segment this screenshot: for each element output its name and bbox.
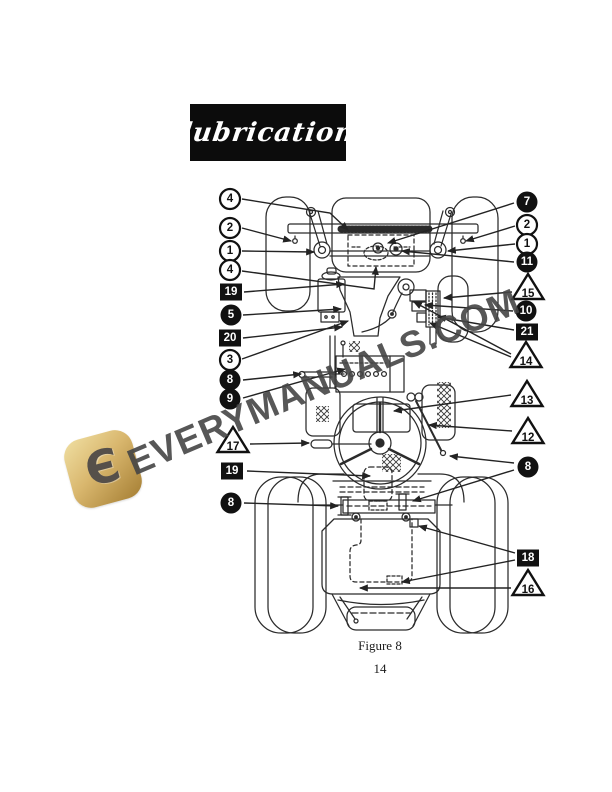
- callout-3: 3: [218, 348, 242, 372]
- callout-number: 12: [522, 432, 535, 444]
- callout-number: 11: [521, 256, 534, 268]
- leader-line-7: [386, 202, 515, 245]
- callout-number: 9: [227, 393, 233, 405]
- callout-number: 8: [227, 374, 234, 386]
- callout-8: 8: [517, 456, 539, 478]
- callout-12: 12: [510, 415, 546, 445]
- callout-7: 7: [516, 191, 538, 213]
- leader-line-2: [464, 225, 516, 243]
- callout-number: 14: [520, 356, 533, 368]
- callout-1: 1: [218, 239, 242, 263]
- callout-8: 8: [219, 369, 241, 391]
- callout-number: 8: [228, 497, 235, 509]
- leader-line-2: [241, 227, 293, 243]
- leader-line-8: [243, 502, 340, 510]
- callout-number: 8: [525, 461, 532, 473]
- callout-4: 4: [218, 187, 242, 211]
- callout-16: 16: [510, 567, 546, 597]
- callout-14: 14: [508, 339, 544, 369]
- callout-9: 9: [219, 388, 241, 410]
- leader-line-1: [446, 243, 516, 254]
- leader-line-3: [241, 320, 350, 360]
- callout-17: 17: [215, 424, 251, 454]
- callout-number: 7: [524, 196, 530, 208]
- leader-line-19: [246, 470, 372, 480]
- page-number: 14: [373, 661, 387, 676]
- callout-number: 3: [227, 354, 233, 366]
- callout-number: 19: [226, 465, 239, 477]
- callout-1: 1: [515, 232, 539, 256]
- leader-line-12: [427, 421, 513, 432]
- callout-number: 2: [227, 222, 233, 234]
- callout-number: 4: [227, 193, 234, 205]
- callout-19: 19: [221, 462, 243, 480]
- callout-number: 5: [228, 309, 235, 321]
- figure-caption: Figure 8: [358, 638, 402, 653]
- callout-number: 2: [524, 219, 530, 231]
- callout-number: 10: [520, 305, 533, 317]
- leader-line-10: [423, 301, 514, 312]
- callout-2: 2: [515, 213, 539, 237]
- tractor-art: [254, 196, 509, 634]
- leader-line-18: [400, 559, 516, 585]
- callout-2: 2: [218, 216, 242, 240]
- callout-number: 18: [522, 552, 535, 564]
- callout-number: 1: [524, 238, 531, 250]
- watermark-logo-letter: Є: [79, 436, 126, 498]
- callout-number: 19: [225, 286, 238, 298]
- callout-15: 15: [510, 271, 546, 301]
- callout-number: 21: [521, 326, 534, 338]
- leader-line-5: [242, 305, 343, 316]
- leader-line-18: [417, 524, 516, 554]
- leader-line-15: [442, 291, 513, 301]
- leader-line-14: [413, 301, 512, 355]
- callout-13: 13: [509, 378, 545, 408]
- callout-21: 21: [516, 323, 538, 341]
- leader-line-11: [400, 248, 515, 263]
- leader-line-17: [249, 439, 311, 447]
- leader-line-1: [241, 248, 316, 256]
- callout-11: 11: [516, 251, 538, 273]
- callout-5: 5: [220, 304, 242, 326]
- callout-number: 4: [227, 264, 234, 276]
- callout-number: 13: [521, 395, 534, 407]
- leader-line-9: [242, 367, 347, 399]
- leader-line-8: [242, 371, 303, 381]
- callout-10: 10: [515, 300, 537, 322]
- leader-line-4: [241, 265, 379, 290]
- leader-line-19: [243, 280, 346, 293]
- callout-number: 1: [227, 245, 234, 257]
- callout-18: 18: [517, 549, 539, 567]
- leader-line-8: [411, 469, 515, 503]
- callout-number: 17: [227, 441, 240, 453]
- section-header-banner: lubrication: [180, 104, 356, 161]
- callout-number: 15: [522, 288, 535, 300]
- leader-line-14: [428, 322, 512, 358]
- callout-8: 8: [220, 492, 242, 514]
- callout-19: 19: [220, 283, 242, 301]
- callout-number: 20: [224, 332, 237, 344]
- leader-line-8: [448, 453, 515, 464]
- leader-line-21: [436, 314, 515, 331]
- leader-line-13: [392, 394, 512, 414]
- callout-number: 16: [522, 584, 535, 596]
- leader-line-4: [241, 198, 349, 231]
- callout-20: 20: [219, 329, 241, 347]
- callout-4: 4: [218, 258, 242, 282]
